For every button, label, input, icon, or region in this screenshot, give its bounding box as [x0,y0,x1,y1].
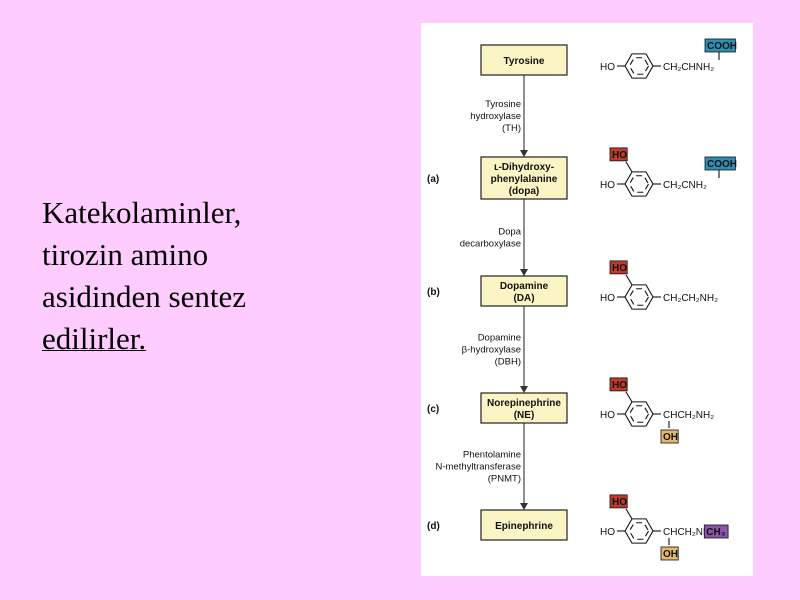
cooh-highlight: COOH [707,41,737,52]
structure-2: HO CH₂CH₂NH₂ HO [600,260,718,310]
text-line-2: tirozin amino [42,237,209,272]
ho-highlight: HO [612,263,627,274]
bond-ho2 [625,391,633,403]
compound-name: Epinephrine [495,521,553,532]
compound-name: phenylalanine [491,174,558,185]
oh-highlight: OH [663,549,678,560]
enzyme-label: (TH) [502,123,521,134]
enzyme-label: hydroxylase [470,111,521,122]
hydroxyl-label: HO [600,410,615,421]
enzyme-label: Phentolamine [463,450,521,461]
enzyme-label: Tyrosine [485,99,521,110]
compound-name: Tyrosine [504,56,545,67]
hydroxyl-label: HO [600,293,615,304]
ho-highlight-bg [609,147,628,162]
benzene-inner [628,405,650,423]
hydroxyl-label: HO [600,527,615,538]
ho-highlight: HO [612,150,627,161]
enzyme-label: (PNMT) [488,474,521,485]
compound-name: ʟ-Dihydroxy- [494,162,554,173]
step-box [480,509,568,541]
compound-name: Norepinephrine [487,398,561,409]
arrow-head [520,150,528,157]
text-line-1: Katekolaminler, [42,195,242,230]
step-box [480,156,568,200]
enzyme-label: Dopamine [478,333,521,344]
step-3: Norepinephrine(NE) [480,392,568,424]
step-box [480,44,568,76]
structure-0: HO CH₂CHNH₂ COOH [600,38,737,79]
side-chain-label: CHCH₂NH [663,527,710,538]
compound-name: (dopa) [509,186,540,197]
step-label: (c) [427,404,439,415]
benzene-inner [628,175,650,193]
oh-highlight: OH [663,432,678,443]
methyl-highlight: CH₃ [706,527,725,538]
structure-4: HO CHCH₂NH HO OH CH₃ [600,494,729,561]
bond-ho2 [625,274,633,286]
benzene-inner [628,288,650,306]
bond-ho2 [625,161,633,173]
step-2: Dopamine(DA) [480,275,568,307]
step-box [480,392,568,424]
step-label: (d) [427,521,440,532]
step-4: Epinephrine [480,509,568,541]
text-line-4: edilirler. [42,321,147,356]
compound-name: (DA) [513,293,534,304]
arrow-head [520,503,528,510]
cooh-highlight: COOH [707,159,737,170]
arrow-head [520,269,528,276]
cooh-highlight-bg [704,38,736,53]
step-label: (b) [427,287,440,298]
benzene-inner [628,57,650,75]
enzyme-label: β-hydroxylase [462,345,521,356]
side-chain-label: CH₂CH₂NH₂ [663,293,718,304]
oh-highlight-bg [660,429,679,444]
enzyme-label: decarboxylase [460,239,521,250]
step-label: (a) [427,174,439,185]
cooh-highlight-bg [704,156,736,171]
methyl-highlight-bg [703,524,729,539]
ho-highlight-bg [609,260,628,275]
pathway-diagram: Tyrosinehydroxylase(TH)Dopadecarboxylase… [427,38,737,561]
step-1: ʟ-Dihydroxy-phenylalanine(dopa) [480,156,568,200]
enzyme-label: N-methyltransferase [435,462,521,473]
ho-highlight: HO [612,380,627,391]
arrow-head [520,386,528,393]
hydroxyl-label: HO [600,180,615,191]
compound-name: Dopamine [500,281,549,292]
bond-ho2 [625,508,633,520]
ho-highlight: HO [612,497,627,508]
structure-3: HO CHCH₂NH₂ HO OH [600,377,714,444]
side-chain-label: CHCH₂NH₂ [663,410,714,421]
compound-name: (NE) [514,410,535,421]
text-line-3: asidinden sentez [42,279,247,314]
ho-highlight-bg [609,377,628,392]
structure-1: HO CH₂CNH₂ HO COOH [600,147,737,197]
hydroxyl-label: HO [600,62,615,73]
slide-body-text: Katekolaminler, tirozin amino asidinden … [42,192,402,360]
enzyme-label: (DBH) [495,357,521,368]
side-chain-label: CH₂CHNH₂ [663,62,714,73]
side-chain-label: CH₂CNH₂ [663,180,707,191]
step-0: Tyrosine [480,44,568,76]
enzyme-label: Dopa [498,227,521,238]
ho-highlight-bg [609,494,628,509]
step-box [480,275,568,307]
benzene-inner [628,522,650,540]
oh-highlight-bg [660,546,679,561]
